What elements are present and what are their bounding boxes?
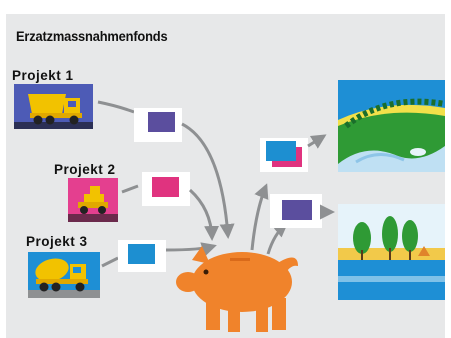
note-out-2 xyxy=(270,194,322,228)
arrow-to-piggy-1 xyxy=(181,122,235,239)
bulldozer-icon xyxy=(68,178,118,222)
arrow-to-river xyxy=(307,134,327,149)
diagram-title: Erzatzmassnahmenfonds xyxy=(16,28,168,44)
note-project-3 xyxy=(118,240,166,272)
dump-truck-icon xyxy=(14,84,93,129)
river-landscape-icon xyxy=(338,80,445,172)
lake-landscape-icon xyxy=(338,204,445,300)
arrow-to-piggy-3 xyxy=(165,242,217,257)
diagram-canvas: Erzatzmassnahmenfonds Projekt 1 Projekt … xyxy=(6,14,445,338)
note-project-1 xyxy=(134,108,182,142)
arrow-project-3 xyxy=(101,256,119,268)
arrow-to-piggy-2 xyxy=(188,188,220,241)
project-2-label: Projekt 2 xyxy=(54,162,116,177)
project-3-label: Projekt 3 xyxy=(26,234,88,249)
diagram-graphics xyxy=(14,80,445,332)
cement-mixer-icon xyxy=(28,252,100,298)
project-1-label: Projekt 1 xyxy=(12,68,74,83)
arrow-from-piggy-2 xyxy=(266,222,289,255)
piggy-bank-icon xyxy=(176,246,298,332)
arrow-project-2 xyxy=(121,184,139,194)
note-out-1 xyxy=(260,138,308,172)
note-project-2 xyxy=(142,172,190,206)
arrow-from-piggy-1 xyxy=(250,183,269,251)
arrow-project-1 xyxy=(97,100,135,114)
